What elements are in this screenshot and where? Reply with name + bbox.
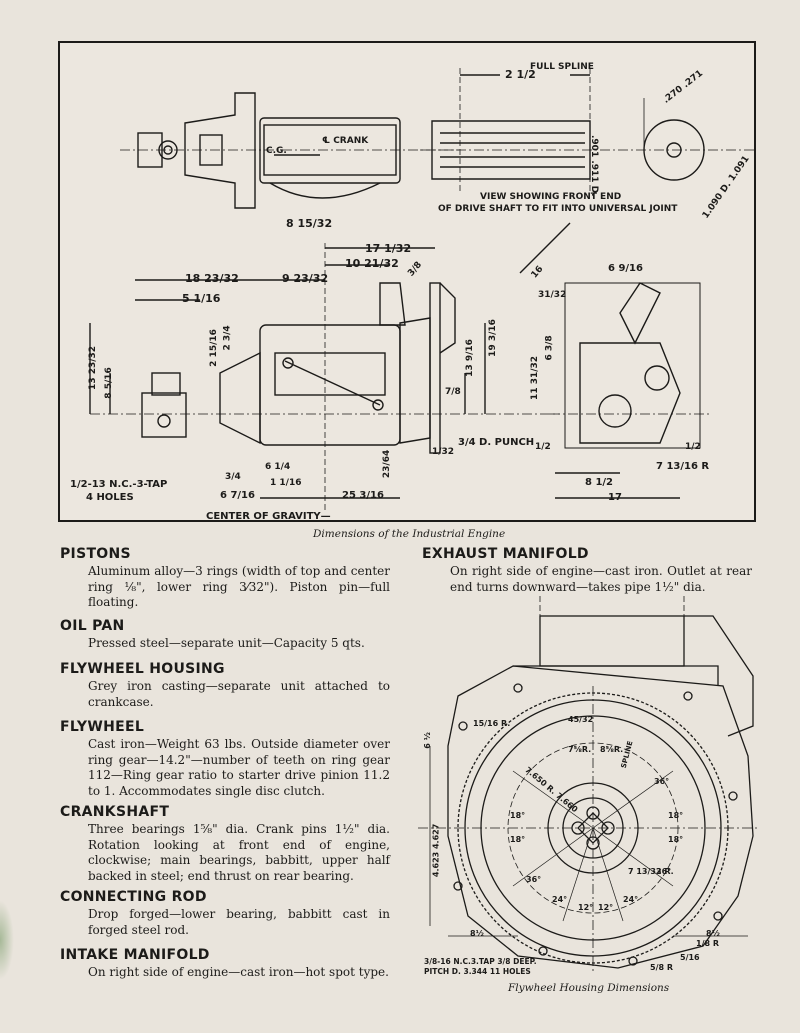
fly-deg18-a: 18°	[510, 811, 526, 820]
engine-drawing-frame: FULL SPLINE 2 1/2 ℄ CRANK C.G. .901 .911…	[58, 41, 756, 522]
spline-d-label: .901 .911 D.	[589, 135, 599, 197]
fly-r-8-5-8: 8⅝R.	[600, 745, 624, 754]
dim-1-2-a: 1/2	[535, 442, 551, 452]
dim-7-8: 7/8	[445, 387, 461, 397]
fly-d-4623: 4.623 4.627	[431, 823, 441, 878]
engine-drawing-caption: Dimensions of the Industrial Engine	[313, 528, 506, 540]
dim-1-1-16: 1 1/16	[270, 478, 302, 488]
fly-dim-8-left: 8½	[470, 929, 484, 938]
spec-body: On right side of engine—cast iron—hot sp…	[88, 965, 389, 979]
dim-23-64: 23/64	[382, 449, 393, 479]
fly-deg12-b: 12°	[598, 903, 614, 912]
engine-drawing	[89, 68, 754, 513]
dim-1-32: 1/32	[432, 447, 455, 457]
dim-8-5-16: 8 5/16	[103, 367, 114, 399]
dim-13-9-16: 13 9/16	[464, 339, 475, 377]
spec-body: Aluminum alloy—3 rings (width of top and…	[88, 564, 390, 609]
fly-r-7-8: 7⅝R.	[568, 745, 592, 754]
view-note-1: VIEW SHOWING FRONT END	[480, 192, 622, 202]
dim-8-15-32: 8 15/32	[286, 217, 333, 230]
cg-label: C.G.	[266, 146, 287, 156]
spec-body: On right side of engine—cast iron. Outle…	[450, 564, 752, 594]
fly-deg36-c: 36°	[656, 867, 672, 876]
dim-13-23-32: 13 23/32	[88, 345, 99, 390]
fly-deg36-b: 36°	[526, 875, 542, 884]
dim-7-13-16: 7 13/16 R	[656, 461, 710, 472]
fly-deg18-b: 18°	[510, 835, 526, 844]
tap-label-2: 4 HOLES	[86, 492, 134, 503]
dim-17: 17	[608, 492, 622, 503]
spec-exhaust-manifold: EXHAUST MANIFOLD On right side of engine…	[422, 546, 752, 595]
spec-intake-manifold: INTAKE MANIFOLD On right side of engine—…	[60, 947, 390, 981]
spec-oil-pan: OIL PAN Pressed steel—separate unit—Capa…	[60, 618, 390, 652]
view-note-2: OF DRIVE SHAFT TO FIT INTO UNIVERSAL JOI…	[438, 204, 678, 214]
spec-body: Pressed steel—separate unit—Capacity 5 q…	[88, 636, 365, 650]
spec-title: FLYWHEEL	[60, 719, 145, 735]
dim-2-15-16: 2 15/16	[208, 329, 219, 367]
spec-flywheel-housing: FLYWHEEL HOUSING Grey iron casting—separ…	[60, 661, 390, 710]
dim-6-1-4: 6 1/4	[265, 462, 291, 472]
page-stain	[0, 900, 14, 980]
center-of-gravity-label: CENTER OF GRAVITY—	[206, 511, 331, 522]
spec-body: Cast iron—Weight 63 lbs. Outside diamete…	[88, 737, 390, 798]
dim-11-31-32: 11 31/32	[530, 355, 541, 400]
fly-dim-8-right: 8½	[706, 929, 720, 938]
fly-deg12-a: 12°	[578, 903, 594, 912]
fly-deg18-c: 18°	[668, 811, 684, 820]
spec-title: FLYWHEEL HOUSING	[60, 661, 225, 677]
spec-body: Drop forged—lower bearing, babbitt cast …	[88, 907, 390, 937]
dim-2-3-4: 2 3/4	[222, 325, 233, 351]
fly-r-5-8: 5/8 R	[650, 963, 673, 972]
spec-body: Grey iron casting—separate unit attached…	[88, 679, 390, 709]
flywheel-svg	[418, 596, 760, 971]
dim-19-3-16: 19 3/16	[487, 319, 498, 357]
dim-8-1-2: 8 1/2	[585, 477, 614, 488]
fly-deg24-b: 24°	[623, 895, 639, 904]
spec-title: EXHAUST MANIFOLD	[422, 546, 589, 562]
fly-dim-6: 6 ½	[422, 732, 432, 749]
spec-title: INTAKE MANIFOLD	[60, 947, 210, 963]
punch-label: 3/4 D. PUNCH	[458, 437, 535, 448]
spec-flywheel: FLYWHEEL Cast iron—Weight 63 lbs. Outsid…	[60, 719, 390, 799]
dim-17-1-32: 17 1/32	[365, 242, 412, 255]
fly-deg36-a: 36°	[654, 777, 670, 786]
full-spline-label: FULL SPLINE	[530, 62, 594, 72]
dim-31-32: 31/32	[538, 290, 567, 300]
spec-pistons: PISTONS Aluminum alloy—3 rings (width of…	[60, 546, 390, 611]
flywheel-caption: Flywheel Housing Dimensions	[508, 982, 670, 994]
fly-deg24-a: 24°	[552, 895, 568, 904]
fly-r-1-8: 1/8 R	[696, 939, 719, 948]
dim-6-3-8: 6 3/8	[544, 335, 555, 361]
spec-title: PISTONS	[60, 546, 131, 562]
dim-18-23-32: 18 23/32	[185, 272, 239, 285]
dim-9-23-32: 9 23/32	[282, 272, 329, 285]
fly-tap-line2: PITCH D. 3.344 11 HOLES	[424, 967, 531, 976]
dim-25-3-16: 25 3/16	[342, 490, 384, 501]
crank-label: ℄ CRANK	[322, 136, 369, 146]
fly-r-5-16: 5/16	[680, 953, 700, 962]
fly-r-15-16: 15/16 R.	[473, 719, 511, 728]
spec-title: OIL PAN	[60, 618, 125, 634]
spec-body: Three bearings 1⅝" dia. Crank pins 1½" d…	[88, 822, 390, 883]
dim-6-7-16: 6 7/16	[220, 490, 255, 501]
spec-crankshaft: CRANKSHAFT Three bearings 1⅝" dia. Crank…	[60, 804, 390, 884]
spec-title: CRANKSHAFT	[60, 804, 170, 820]
dim-3-4: 3/4	[225, 472, 241, 482]
tap-label-1: 1/2-13 N.C.-3-TAP	[70, 479, 168, 490]
fly-tap-line1: 3/8-16 N.C.3.TAP 3/8 DEEP.	[424, 957, 537, 966]
full-spline-dim: 2 1/2	[505, 68, 536, 81]
dim-10-21-32: 10 21/32	[345, 257, 399, 270]
fly-deg18-d: 18°	[668, 835, 684, 844]
fly-r-7-13: 7 13/32 R.	[628, 867, 674, 876]
spec-title: CONNECTING ROD	[60, 889, 207, 905]
flywheel-housing-drawing: 15/16 R. 45/32 7⅝R. 8⅝R. SPLINE 7.650 R.…	[418, 596, 760, 976]
dim-6-9-16: 6 9/16	[608, 263, 643, 274]
dim-5-1-16: 5 1/16	[182, 292, 221, 305]
fly-d-45-32: 45/32	[568, 715, 594, 724]
spec-connecting-rod: CONNECTING ROD Drop forged—lower bearing…	[60, 889, 390, 938]
dim-1-2-b: 1/2	[685, 442, 701, 452]
